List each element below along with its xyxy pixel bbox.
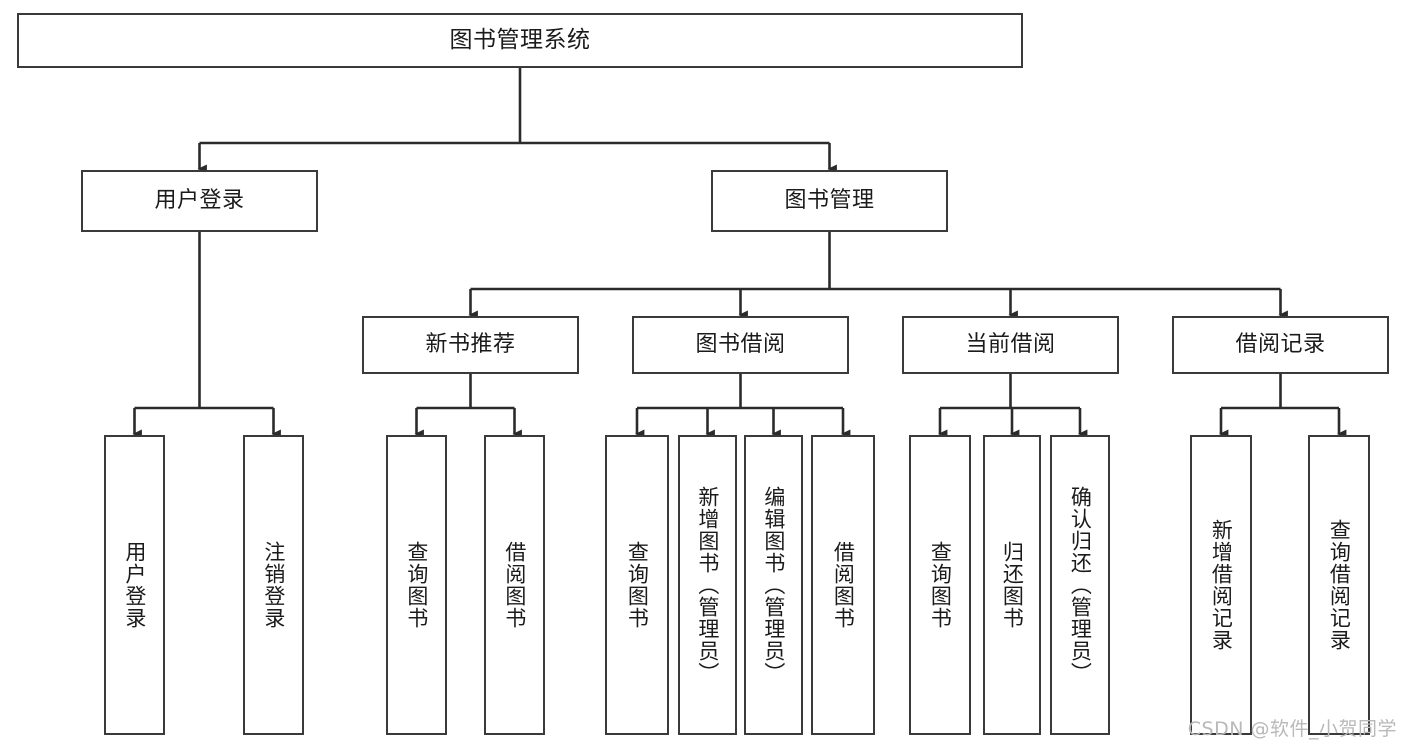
- node-new-book-recommend-label: 新书推荐: [425, 332, 516, 358]
- node-current-borrow-label: 当前借阅: [965, 332, 1056, 358]
- leaf-query-borrow-record[interactable]: 查询借阅记录: [1308, 435, 1370, 735]
- leaf-borrow-book-2[interactable]: 借阅图书: [811, 435, 875, 735]
- leaf-borrow-book-2-label: 借阅图书: [831, 541, 856, 629]
- leaf-return-book-label: 归还图书: [1000, 541, 1025, 629]
- leaf-borrow-book-1[interactable]: 借阅图书: [484, 435, 545, 735]
- node-root-label: 图书管理系统: [449, 26, 591, 53]
- leaf-borrow-book-1-label: 借阅图书: [502, 541, 527, 629]
- node-book-borrow-label: 图书借阅: [695, 332, 786, 358]
- node-root[interactable]: 图书管理系统: [17, 13, 1023, 68]
- leaf-user-login[interactable]: 用户登录: [104, 435, 165, 735]
- node-book-manage[interactable]: 图书管理: [711, 170, 948, 232]
- node-user-login-label: 用户登录: [154, 188, 245, 214]
- leaf-user-login-label: 用户登录: [122, 541, 147, 629]
- leaf-add-borrow-record[interactable]: 新增借阅记录: [1190, 435, 1252, 735]
- leaf-edit-book-admin-label: 编辑图书（管理员）: [761, 486, 786, 684]
- node-user-login[interactable]: 用户登录: [81, 170, 318, 232]
- leaf-logout-label: 注销登录: [261, 541, 286, 629]
- leaf-add-borrow-record-label: 新增借阅记录: [1209, 519, 1234, 651]
- node-borrow-record[interactable]: 借阅记录: [1172, 316, 1389, 374]
- leaf-query-book-1-label: 查询图书: [404, 541, 429, 629]
- leaf-query-book-2[interactable]: 查询图书: [605, 435, 669, 735]
- leaf-query-book-1[interactable]: 查询图书: [386, 435, 447, 735]
- node-new-book-recommend[interactable]: 新书推荐: [362, 316, 579, 374]
- leaf-query-book-2-label: 查询图书: [625, 541, 650, 629]
- leaf-logout[interactable]: 注销登录: [243, 435, 304, 735]
- leaf-query-book-3[interactable]: 查询图书: [909, 435, 971, 735]
- leaf-confirm-return-admin[interactable]: 确认归还（管理员）: [1050, 435, 1110, 735]
- leaf-query-borrow-record-label: 查询借阅记录: [1327, 519, 1352, 651]
- node-current-borrow[interactable]: 当前借阅: [902, 316, 1119, 374]
- node-book-borrow[interactable]: 图书借阅: [632, 316, 849, 374]
- leaf-add-book-admin-label: 新增图书（管理员）: [695, 486, 720, 684]
- leaf-confirm-return-admin-label: 确认归还（管理员）: [1068, 486, 1093, 684]
- leaf-edit-book-admin[interactable]: 编辑图书（管理员）: [744, 435, 803, 735]
- node-borrow-record-label: 借阅记录: [1235, 332, 1326, 358]
- node-book-manage-label: 图书管理: [784, 188, 875, 214]
- leaf-return-book[interactable]: 归还图书: [983, 435, 1041, 735]
- watermark-text: CSDN @软件_小贺同学: [1187, 718, 1397, 740]
- leaf-query-book-3-label: 查询图书: [928, 541, 953, 629]
- leaf-add-book-admin[interactable]: 新增图书（管理员）: [678, 435, 737, 735]
